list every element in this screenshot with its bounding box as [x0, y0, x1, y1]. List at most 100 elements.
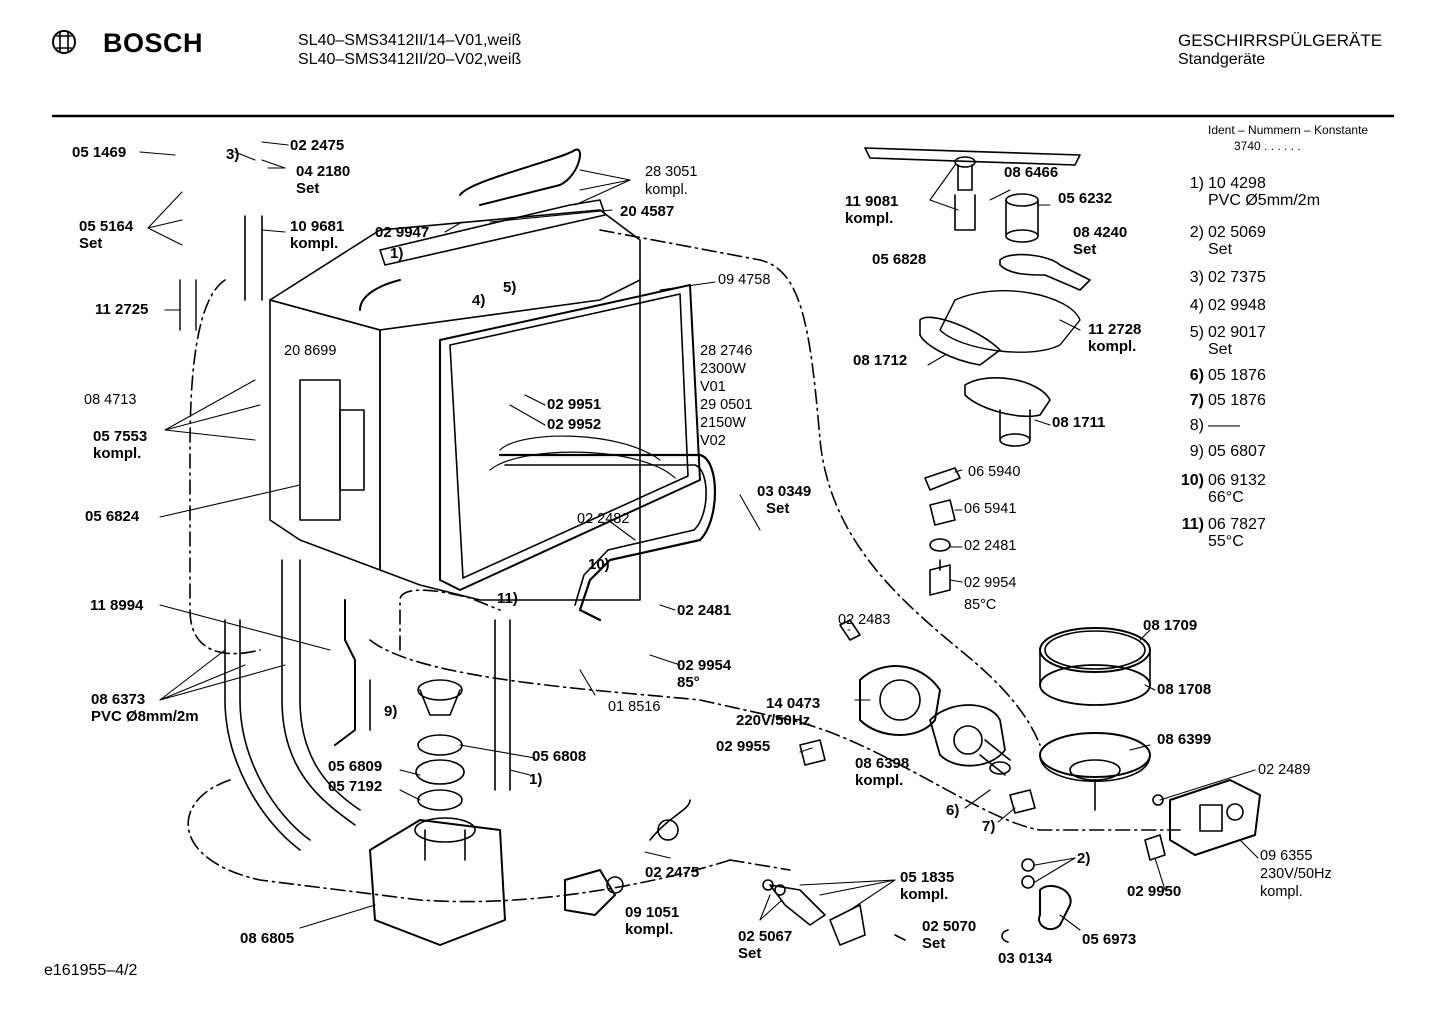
legend-part: 02 9017	[1208, 324, 1266, 341]
part-label-suffix: V02	[700, 433, 726, 449]
part-label: 09 4758	[718, 272, 771, 288]
part-label: 11 9081	[845, 193, 899, 210]
part-label-suffix: kompl.	[290, 235, 339, 252]
legend-num: 8)	[1189, 417, 1204, 434]
part-label: 08 6373	[91, 691, 146, 708]
part-label: 08 4240	[1073, 224, 1128, 241]
part-label: 03 0349	[757, 483, 812, 500]
part-label: 05 5164	[79, 218, 134, 235]
legend-part: 02 7375	[1208, 269, 1266, 286]
legend-num: 7)	[1189, 392, 1204, 409]
part-label: 05 6808	[532, 748, 587, 765]
part-label: 05 1835	[900, 869, 955, 886]
part-label: 28 3051	[645, 164, 698, 180]
part-label: 08 1712	[853, 352, 908, 369]
part-label: 03 0134	[998, 950, 1053, 967]
legend-part: ——	[1208, 417, 1240, 434]
base-outline	[187, 779, 731, 903]
part-label-suffix: 2150W	[700, 415, 746, 431]
part-label-suffix: 85°C	[964, 597, 997, 613]
category-title: GESCHIRRSPÜLGERÄTE	[1178, 31, 1383, 50]
part-label-suffix: Set	[766, 500, 790, 517]
part-label: 02 9954	[677, 657, 732, 674]
legend-num: 10)	[1180, 472, 1204, 489]
part-label-suffix: Set	[79, 235, 103, 252]
marker-label: 6)	[946, 802, 960, 819]
part-label: 08 6399	[1157, 731, 1212, 748]
part-label-suffix: 85°	[677, 674, 700, 691]
part-label: 02 2482	[577, 511, 630, 527]
legend-note: Set	[1208, 341, 1233, 358]
part-label-suffix: kompl.	[900, 886, 949, 903]
legend-part: 05 1876	[1208, 392, 1266, 409]
part-label-suffix: V01	[700, 379, 726, 395]
part-label: 05 6973	[1082, 931, 1137, 948]
part-label-suffix: 220V/50Hz	[736, 712, 811, 729]
part-label-suffix: Set	[922, 935, 946, 952]
part-label: 06 5941	[964, 501, 1017, 517]
part-label-suffix: kompl.	[845, 210, 894, 227]
part-label: 09 6355	[1260, 848, 1313, 864]
part-label-suffix: kompl.	[625, 921, 674, 938]
part-label-suffix: kompl.	[1088, 338, 1137, 355]
legend-note: PVC Ø5mm/2m	[1208, 192, 1321, 209]
part-label: 11 2725	[95, 301, 149, 318]
part-label: 02 2475	[290, 137, 345, 154]
legend-num: 11)	[1181, 516, 1204, 533]
part-label: 28 2746	[700, 343, 753, 359]
part-label: 02 9952	[547, 416, 602, 433]
marker-label: 1)	[529, 771, 543, 788]
part-label: 08 6466	[1004, 164, 1059, 181]
part-label-suffix: kompl.	[1260, 884, 1303, 900]
model-line-1: SL40–SMS3412II/14–V01,weiß	[298, 32, 522, 49]
legend-part: 02 5069	[1208, 224, 1266, 241]
part-label: 05 6828	[872, 251, 927, 268]
marker-label: 11)	[497, 590, 518, 607]
legend-part: 06 9132	[1208, 472, 1266, 489]
spray-arm	[864, 147, 1081, 166]
marker-label: 7)	[982, 818, 996, 835]
marker-label: 9)	[384, 703, 398, 720]
legend-item-7: 7)05 1876	[1170, 392, 1266, 409]
part-label-suffix: Set	[1073, 241, 1097, 258]
part-label-suffix: 230V/50Hz	[1260, 866, 1332, 882]
part-label: 02 9947	[375, 224, 430, 241]
part-label-suffix: 2300W	[700, 361, 746, 377]
part-label-suffix: Set	[296, 180, 320, 197]
part-label: 02 5067	[738, 928, 793, 945]
legend-num: 9)	[1189, 443, 1204, 460]
part-label-suffix: kompl.	[93, 445, 142, 462]
legend-note: 55°C	[1208, 533, 1244, 550]
part-label: 11 8994	[90, 597, 144, 614]
part-label: 02 9954	[964, 575, 1017, 591]
marker-label: 4)	[472, 292, 486, 309]
part-label-suffix: kompl.	[645, 182, 688, 198]
sump-housing	[369, 819, 506, 946]
brand-name: BOSCH	[103, 28, 204, 58]
part-label: 20 8699	[284, 343, 337, 359]
part-label: 04 2180	[296, 163, 351, 180]
part-label-suffix: PVC Ø8mm/2m	[91, 708, 199, 725]
marker-label: 5)	[503, 279, 517, 296]
part-label: 14 0473	[766, 695, 821, 712]
marker-label: 3)	[226, 146, 240, 163]
part-label: 02 2489	[1258, 762, 1311, 778]
category-subtitle: Standgeräte	[1178, 51, 1266, 68]
legend-item-3: 3)02 7375	[1170, 269, 1266, 286]
part-label: 02 9951	[547, 396, 602, 413]
part-label-suffix: kompl.	[855, 772, 904, 789]
part-label: 02 2481	[677, 602, 732, 619]
part-label: 02 9955	[716, 738, 771, 755]
bosch-logo-icon	[52, 30, 76, 54]
legend-num: 6)	[1189, 367, 1204, 384]
legend-item-9: 9)05 6807	[1170, 443, 1266, 460]
part-label: 05 7192	[328, 778, 383, 795]
part-label: 08 1708	[1157, 681, 1212, 698]
part-label: 05 1469	[72, 144, 127, 161]
legend-part: 05 6807	[1208, 443, 1266, 460]
